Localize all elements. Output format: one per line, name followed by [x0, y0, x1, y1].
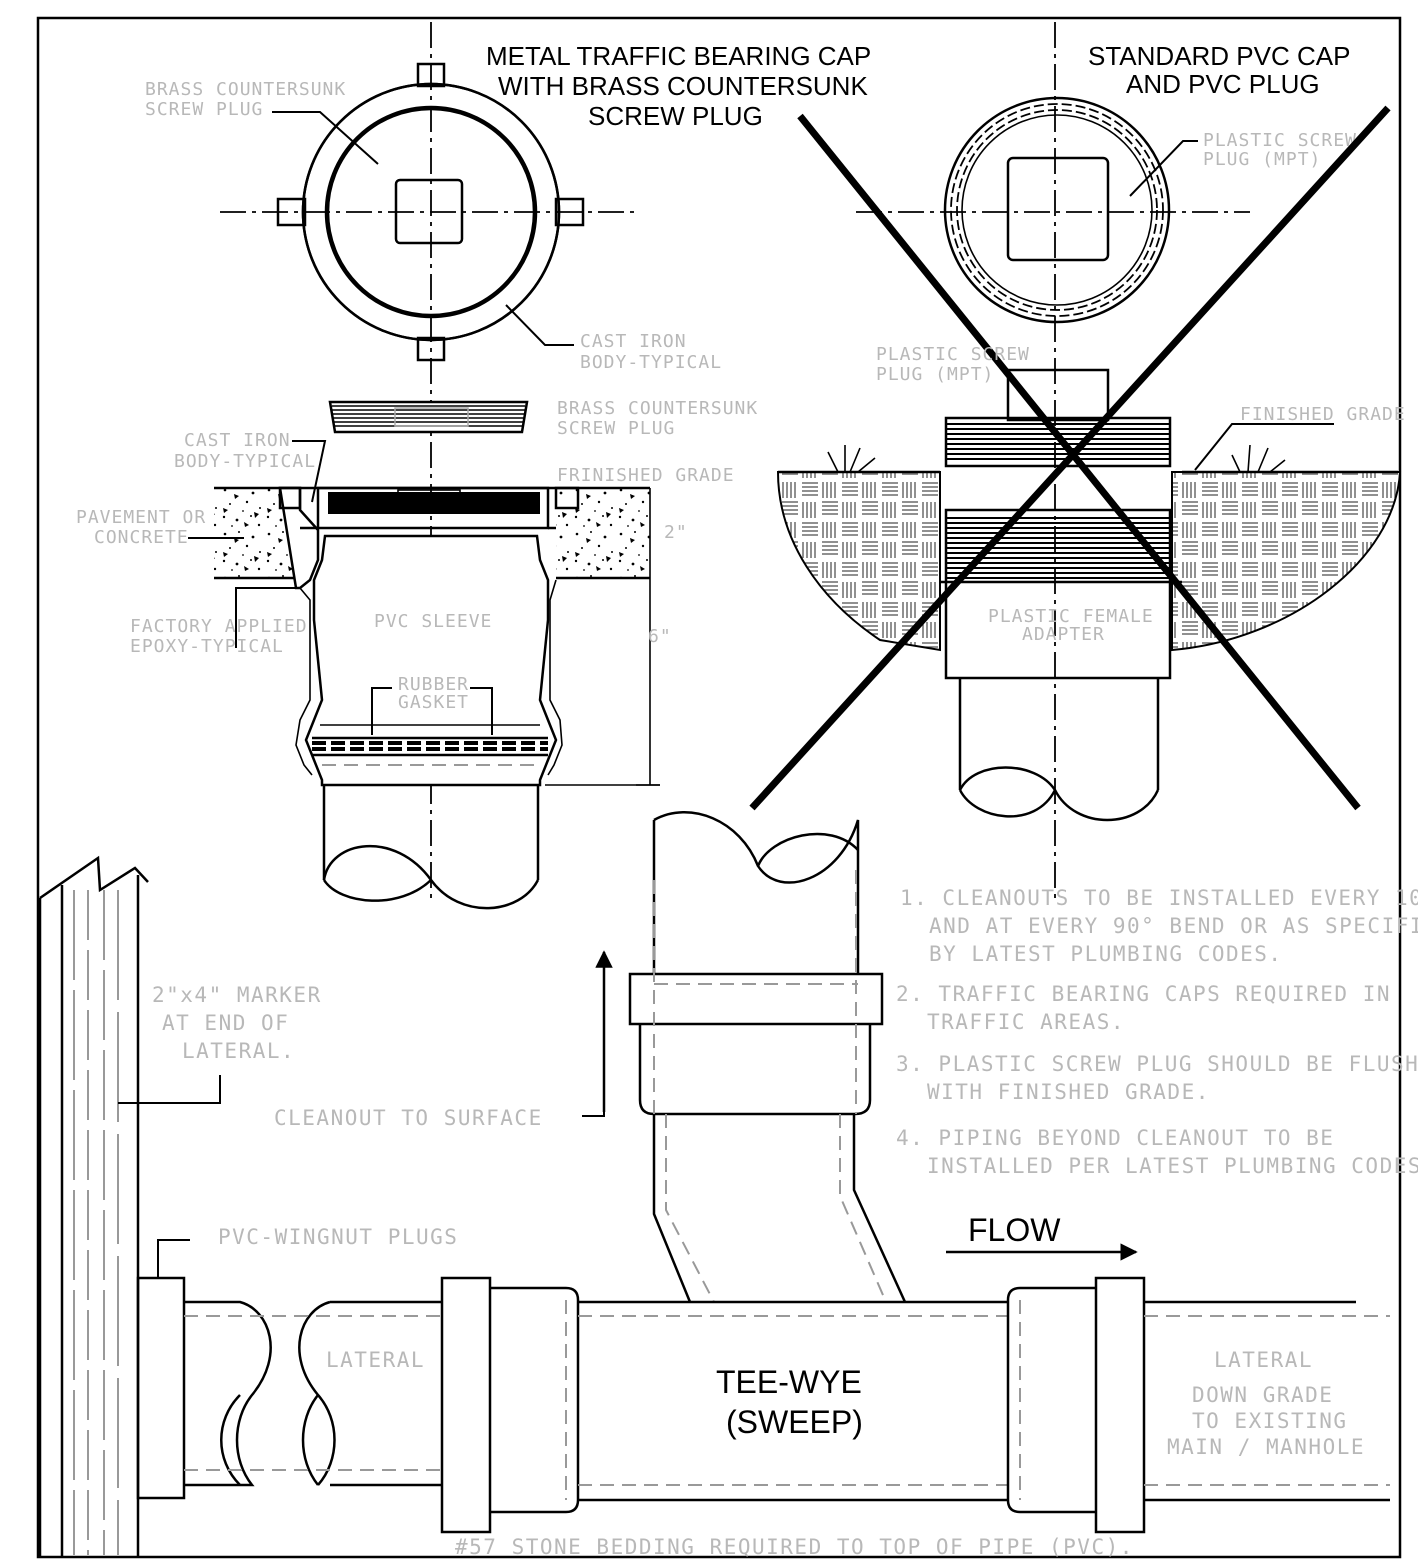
- label-brass-plug-top-1: BRASS COUNTERSUNK: [145, 79, 346, 100]
- note-4-line-1: 4. PIPING BEYOND CLEANOUT TO BE: [896, 1126, 1334, 1150]
- metal-cap-title-1: METAL TRAFFIC BEARING CAP: [486, 41, 871, 71]
- label-plastic-screw-top-2: PLUG (MPT): [1203, 149, 1321, 170]
- label-pavement-2: CONCRETE: [94, 527, 189, 548]
- note-2-line-2: TRAFFIC AREAS.: [927, 1010, 1125, 1034]
- label-female-adapter-2: ADAPTER: [1022, 624, 1105, 645]
- lateral-pipe: [136, 1239, 1390, 1534]
- label-brass-plug-side-2: SCREW PLUG: [557, 418, 675, 439]
- label-cast-iron-side-1: CAST IRON: [184, 430, 291, 451]
- label-finished-grade-right: FINISHED GRADE: [1240, 404, 1406, 425]
- label-wingnut: PVC-WINGNUT PLUGS: [218, 1225, 458, 1249]
- label-cast-iron-side-2: BODY-TYPICAL: [174, 451, 316, 472]
- label-down-grade-3: MAIN / MANHOLE: [1167, 1435, 1365, 1459]
- pvc-cap-section: [749, 105, 1402, 822]
- label-dim-2: 2": [664, 522, 688, 543]
- label-marker-2: AT END OF: [162, 1011, 289, 1035]
- label-lateral-right: LATERAL: [1214, 1348, 1313, 1372]
- label-epoxy-2: EPOXY-TYPICAL: [130, 636, 284, 657]
- drawing-border: [36, 16, 1402, 1559]
- general-notes: 1. CLEANOUTS TO BE INSTALLED EVERY 100' …: [896, 886, 1418, 1178]
- pvc-cap-title-2: AND PVC PLUG: [1126, 69, 1320, 99]
- label-down-grade-1: DOWN GRADE: [1192, 1383, 1333, 1407]
- label-cast-iron-top-2: BODY-TYPICAL: [580, 352, 722, 373]
- note-1-line-2: AND AT EVERY 90° BEND OR AS SPECIFIED: [929, 914, 1418, 938]
- label-bedding: #57 STONE BEDDING REQUIRED TO TOP OF PIP…: [455, 1535, 1134, 1559]
- label-cast-iron-top-1: CAST IRON: [580, 331, 687, 352]
- metal-cap-title-3: SCREW PLUG: [588, 101, 763, 131]
- cleanout-riser: [582, 811, 907, 1303]
- label-cleanout-surface: CLEANOUT TO SURFACE: [274, 1106, 543, 1130]
- marker-post: [38, 855, 149, 1557]
- label-brass-plug-side-1: BRASS COUNTERSUNK: [557, 398, 758, 419]
- label-plastic-screw-side-1: PLASTIC SCREW: [876, 344, 1030, 365]
- label-epoxy-1: FACTORY APPLIED: [130, 616, 308, 637]
- flow-label: FLOW: [968, 1212, 1061, 1248]
- label-brass-plug-top-2: SCREW PLUG: [145, 99, 263, 120]
- label-plastic-screw-top-1: PLASTIC SCREW: [1203, 130, 1357, 151]
- label-rubber-gasket-1: RUBBER: [398, 674, 469, 695]
- label-dim-6: 6": [648, 626, 672, 647]
- pvc-cap-plan-view: [856, 22, 1250, 900]
- label-lateral-left: LATERAL: [326, 1348, 425, 1372]
- tee-wye-title-1: TEE-WYE: [716, 1364, 862, 1400]
- label-pavement-1: PAVEMENT OR: [76, 507, 206, 528]
- tee-wye-title-2: (SWEEP): [726, 1404, 863, 1440]
- label-finished-grade-left: FRINISHED GRADE: [557, 465, 735, 486]
- pvc-cap-title-1: STANDARD PVC CAP: [1088, 41, 1350, 71]
- label-plastic-screw-side-2: PLUG (MPT): [876, 364, 994, 385]
- note-2-line-1: 2. TRAFFIC BEARING CAPS REQUIRED IN: [896, 982, 1391, 1006]
- metal-cap-section: [214, 400, 660, 910]
- label-female-adapter-1: PLASTIC FEMALE: [988, 606, 1154, 627]
- label-marker-1: 2"x4" MARKER: [152, 983, 322, 1007]
- note-1-line-3: BY LATEST PLUMBING CODES.: [929, 942, 1283, 966]
- note-1-line-1: 1. CLEANOUTS TO BE INSTALLED EVERY 100': [900, 886, 1418, 910]
- label-marker-3: LATERAL.: [182, 1039, 295, 1063]
- note-4-line-2: INSTALLED PER LATEST PLUMBING CODES.: [927, 1154, 1418, 1178]
- note-3-line-2: WITH FINISHED GRADE.: [927, 1080, 1210, 1104]
- metal-cap-title-2: WITH BRASS COUNTERSUNK: [498, 71, 868, 101]
- label-pvc-sleeve: PVC SLEEVE: [374, 611, 492, 632]
- note-3-line-1: 3. PLASTIC SCREW PLUG SHOULD BE FLUSH: [896, 1052, 1418, 1076]
- label-rubber-gasket-2: GASKET: [398, 692, 469, 713]
- label-down-grade-2: TO EXISTING: [1192, 1409, 1348, 1433]
